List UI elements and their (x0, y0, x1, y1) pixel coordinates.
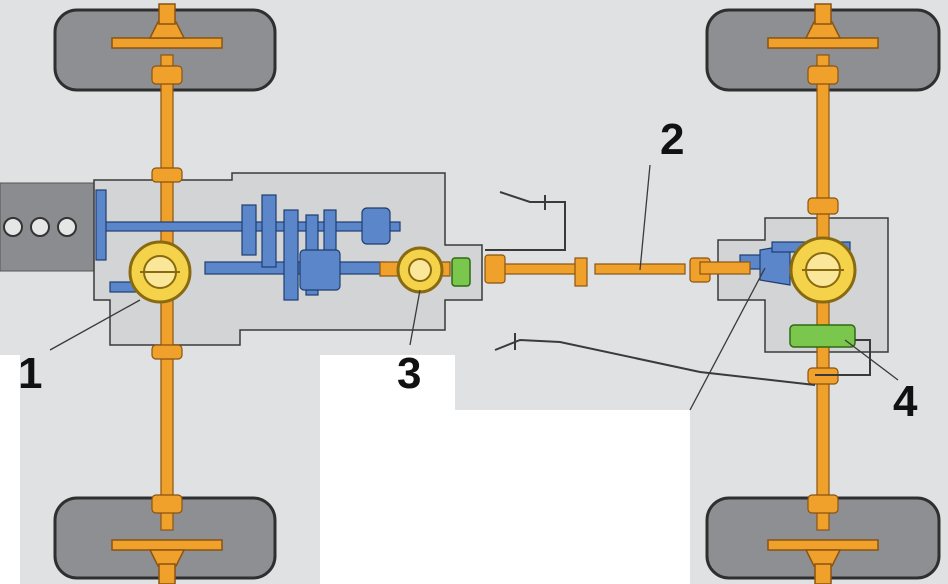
differential-icon-rear (789, 236, 857, 304)
control-linkage (485, 191, 871, 386)
gear-icon (241, 204, 257, 256)
clutches (451, 257, 856, 348)
clutch-icon-rear (789, 324, 856, 348)
callout-4: 4 (893, 377, 918, 426)
gearbox (95, 189, 851, 301)
wheel-hubs (111, 3, 879, 584)
differential-icon-center (396, 246, 444, 294)
callout-1: 1 (18, 349, 43, 398)
tires (53, 8, 941, 580)
half-shafts (151, 54, 839, 531)
differentials (128, 236, 857, 304)
callout-3: 3 (397, 349, 422, 398)
brake-lever-icon (494, 338, 816, 386)
callout-2: 2 (660, 115, 685, 164)
leader-lines (49, 164, 899, 411)
differential-icon (128, 240, 192, 304)
clutch-icon (451, 257, 471, 287)
engine-block (0, 182, 96, 272)
